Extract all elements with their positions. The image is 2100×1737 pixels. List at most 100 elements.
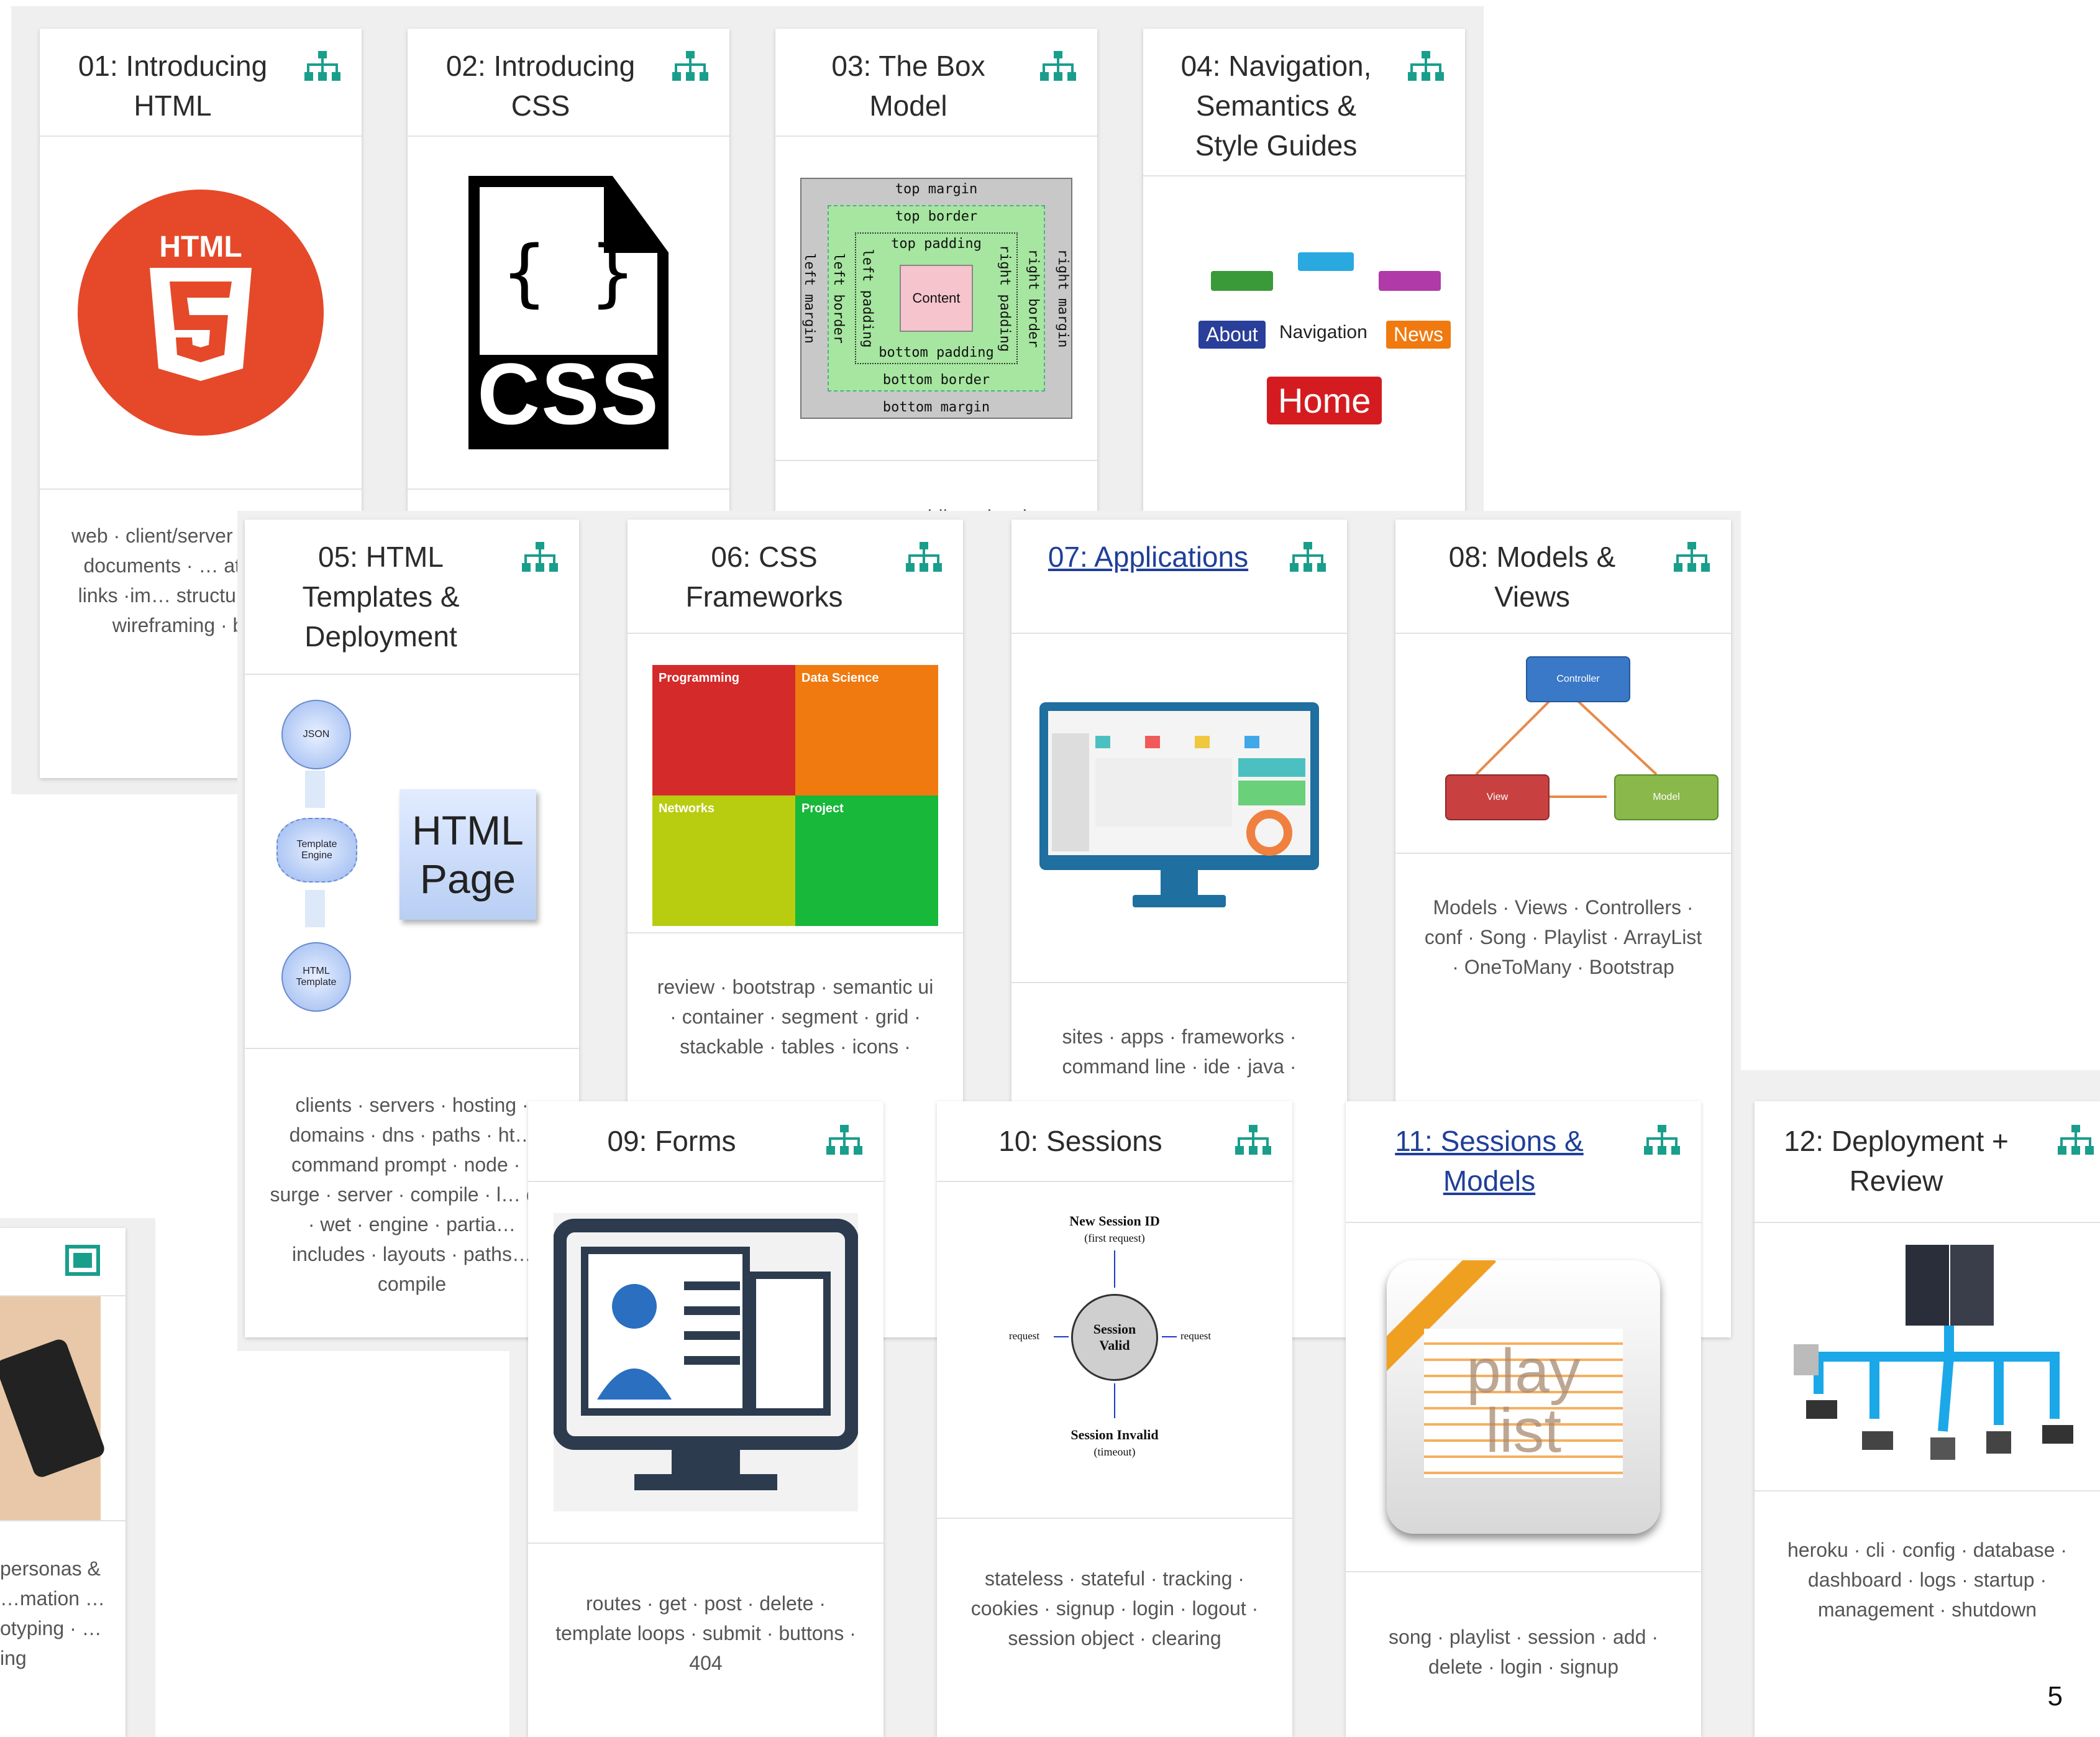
sitemap-icon[interactable] [2058,1125,2094,1157]
card-header: 06: CSS Frameworks [628,520,963,634]
engine-node: Template Engine [276,818,357,882]
card-footer: routes · get · post · delete · template … [528,1542,883,1737]
card-partial[interactable]: personas & …mation …otyping · …ing [0,1228,126,1737]
page-number: 5 [2047,1681,2063,1712]
card-01[interactable]: 01: Introducing HTML HTML web · client/s… [40,29,362,778]
sitemap-icon[interactable] [1290,542,1326,574]
css-file-logo: { } CSS [408,137,729,488]
sitemap-icon[interactable] [826,1125,862,1157]
card-title: 09: Forms [607,1125,736,1157]
top-border-label: top border [895,209,978,224]
card-header: 02: Introducing CSS [408,29,729,137]
card-title: 12: Deployment + Review [1784,1125,2009,1197]
tile-data-science: Data Science [795,665,938,795]
card-tags: sites · apps · frameworks · command line… [1062,1025,1297,1078]
card-header: 09: Forms [528,1101,883,1182]
right-padding-label: right padding [997,244,1013,352]
card-header: 05: HTML Templates & Deployment [245,520,579,675]
monitor-dashboard-icon [1011,634,1347,982]
css-braces: { } [502,229,635,315]
mvc-model: Model [1614,774,1719,820]
card-tags: song · playlist · session · add · delete… [1389,1626,1658,1678]
card-header [0,1228,126,1296]
card-header: 04: Navigation, Semantics & Style Guides [1143,29,1465,176]
nav-navigation: Navigation [1279,322,1367,342]
card-footer: song · playlist · session · add · delete… [1346,1571,1701,1737]
card-header: 03: The Box Model [775,29,1097,137]
session-request-right: request [1180,1330,1212,1342]
card-09[interactable]: 09: Forms routes · get · post · delete ·… [528,1101,883,1737]
frameworks-tiles: Programming Data Science Networks Projec… [628,634,963,957]
card-footer: heroku · cli · config · database · dashb… [1755,1490,2100,1737]
session-request-left: request [1009,1330,1040,1342]
template-engine-diagram: JSON Template Engine HTML Template HTML … [245,675,579,1048]
card-06[interactable]: 06: CSS Frameworks Programming Data Scie… [628,520,963,1337]
mvc-controller: Controller [1526,656,1630,702]
sitemap-icon[interactable] [1674,542,1710,574]
card-05[interactable]: 05: HTML Templates & Deployment JSON Tem… [245,520,579,1337]
bottom-padding-label: bottom padding [879,345,994,360]
template-node: HTML Template [281,942,351,1012]
session-new-id: New Session ID [1069,1213,1160,1229]
top-margin-label: top margin [895,181,978,197]
card-12[interactable]: 12: Deployment + Review heroku · cli · c… [1755,1101,2100,1737]
session-invalid: Session Invalid [1071,1427,1159,1442]
phone-photo [0,1296,107,1520]
content-box: Content [900,265,973,332]
card-tags: clients · servers · hosting · domains · … [270,1094,554,1295]
card-header: 08: Models & Views [1395,520,1731,634]
left-padding-label: left padding [859,249,875,348]
nav-home: Home [1267,377,1382,424]
bottom-margin-label: bottom margin [882,400,990,415]
form-screen-icon [528,1182,883,1542]
left-margin-label: left margin [801,253,818,344]
card-title: 10: Sessions [998,1125,1162,1157]
mvc-view: View [1445,774,1550,820]
sitemap-icon[interactable] [1408,51,1444,83]
mvc-diagram: Controller View Model [1395,634,1731,853]
card-title: 03: The Box Model [831,50,985,122]
frame-icon[interactable] [65,1244,101,1276]
svg-text:HTML: HTML [159,231,242,264]
css-text: CSS [477,345,660,442]
card-tags: heroku · cli · config · database · dashb… [1787,1539,2067,1621]
box-model-diagram: top margin bottom margin left margin rig… [775,137,1097,460]
session-diagram: New Session ID (first request) Session V… [937,1182,1292,1518]
sitemap-icon[interactable] [1644,1125,1680,1157]
html-page-node: HTML Page [399,789,536,920]
right-margin-label: right margin [1054,249,1071,348]
card-header: 10: Sessions [937,1101,1292,1182]
sitemap-icon[interactable] [304,51,340,83]
card-header: 01: Introducing HTML [40,29,362,137]
card-title: 06: CSS Frameworks [685,541,843,613]
card-title: 01: Introducing HTML [78,50,268,122]
tile-programming: Programming [652,665,795,795]
card-title: 02: Introducing CSS [445,50,636,122]
sitemap-icon[interactable] [1040,51,1076,83]
card-header: 11: Sessions & Models [1346,1101,1701,1223]
sitemap-icon[interactable] [1235,1125,1271,1157]
sitemap-icon[interactable] [906,542,942,574]
nav-news: News [1386,321,1451,349]
card-title: 04: Navigation, Semantics & Style Guides [1180,50,1372,162]
card-tags: review · bootstrap · semantic ui · conta… [657,976,934,1058]
card-footer: stateless · stateful · tracking · cookie… [937,1518,1292,1737]
sitemap-icon[interactable] [522,542,558,574]
card-10[interactable]: 10: Sessions New Session ID (first reque… [937,1101,1292,1737]
card-footer: personas & …mation …otyping · …ing [0,1520,126,1737]
sitemap-icon[interactable] [672,51,708,83]
tile-networks: Networks [652,795,795,926]
playlist-app-icon: play list [1346,1223,1701,1571]
card-11[interactable]: 11: Sessions & Models play list song · p… [1346,1101,1701,1737]
session-first-request: (first request) [1084,1232,1145,1244]
right-border-label: right border [1025,249,1041,348]
card-tags: routes · get · post · delete · template … [555,1592,856,1674]
tile-project: Project [795,795,938,926]
card-title-link[interactable]: 11: Sessions & Models [1395,1125,1584,1197]
card-title-link[interactable]: 07: Applications [1048,541,1249,573]
card-tags: personas & …mation …otyping · …ing [0,1557,105,1669]
left-border-label: left border [831,253,847,344]
playlist-text: play list [1466,1336,1581,1465]
card-title: 08: Models & Views [1448,541,1616,613]
card-title: 05: HTML Templates & Deployment [302,541,460,653]
